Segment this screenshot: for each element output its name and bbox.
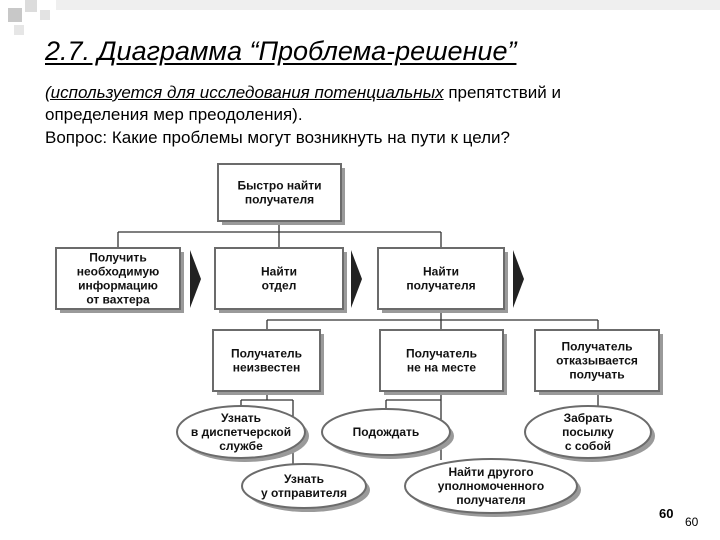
description-rest: препятствий и [443, 83, 561, 102]
decorative-squares [0, 0, 720, 40]
description-italic: (используется для исследования потенциал… [45, 83, 444, 102]
node-label-line: получать [569, 368, 624, 382]
page-number-bold: 60 [659, 506, 674, 521]
node-label-line: информацию [78, 279, 158, 293]
description-line-1: (используется для исследования потенциал… [45, 82, 695, 104]
node-label-line: службе [219, 439, 263, 453]
node-frame [212, 329, 321, 392]
node-frame [321, 408, 451, 456]
node-label-line: Узнать [284, 472, 324, 486]
node-label-line: Найти [423, 265, 459, 279]
node-label-line: Получить [89, 251, 146, 265]
node-frame [176, 405, 306, 459]
slide-title: 2.7. Диаграмма “Проблема-решение” [45, 36, 517, 66]
node-frame [214, 247, 344, 310]
node-label-line: получателя [245, 193, 314, 207]
node-label-line: с собой [565, 439, 611, 453]
node-frame [379, 329, 504, 392]
node-label-line: Получатель [231, 347, 302, 361]
node-label-line: Подождать [353, 425, 420, 439]
node-frame [55, 247, 181, 310]
diagram-nodes: Быстро найтиполучателяПолучитьнеобходиму… [55, 163, 663, 517]
arrow-right-icon [351, 250, 362, 308]
node-label-line: у отправителя [261, 486, 347, 500]
node-label-line: необходимую [77, 265, 160, 279]
node-frame [534, 329, 660, 392]
node-label-line: отдел [262, 279, 297, 293]
node-frame [377, 247, 505, 310]
node-frame [217, 163, 342, 222]
node-frame [241, 463, 367, 509]
node-label-line: Найти другого [448, 465, 533, 479]
arrow-right-icon [513, 250, 524, 308]
node-label-line: от вахтера [86, 293, 150, 307]
node-label-line: Узнать [221, 411, 261, 425]
solution-ellipse: Подождать [321, 408, 454, 459]
node-label-line: Быстро найти [238, 179, 322, 193]
description-line-2: определения мер преодоления). [45, 105, 303, 124]
arrows [190, 250, 524, 308]
node-frame [404, 458, 578, 514]
node-label-line: получателя [456, 493, 525, 507]
node-label-line: в диспетчерской [191, 425, 291, 439]
node-label-line: не на месте [407, 361, 476, 375]
node-label-line: отказывается [556, 354, 638, 368]
node-label-line: Забрать [564, 411, 613, 425]
node-label-line: Получатель [406, 347, 477, 361]
arrow-right-icon [190, 250, 201, 308]
slide-description: (используется для исследования потенциал… [45, 82, 695, 126]
page-number: 60 [685, 515, 699, 529]
node-label-line: Получатель [562, 340, 633, 354]
node-label-line: получателя [406, 279, 475, 293]
node-label-line: уполномоченного [438, 479, 544, 493]
node-label-line: посылку [562, 425, 614, 439]
node-frame [524, 405, 652, 459]
node-label-line: неизвестен [233, 361, 300, 375]
node-label-line: Найти [261, 265, 297, 279]
question-text: Вопрос: Какие проблемы могут возникнуть … [45, 128, 510, 147]
